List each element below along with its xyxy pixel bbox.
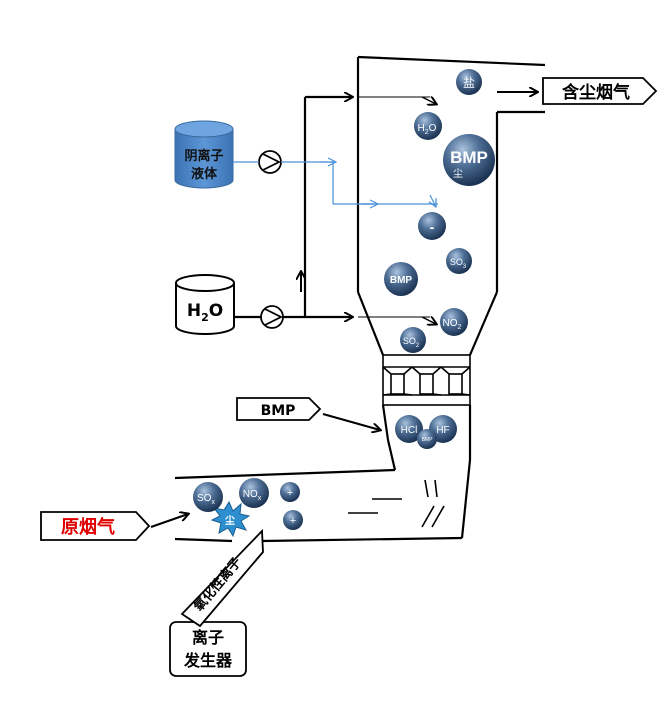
svg-text:尘: 尘: [453, 168, 463, 180]
particle-anion: -: [418, 212, 446, 240]
particle-bmp-mid: BMP: [384, 262, 418, 296]
svg-text:NO2: NO2: [443, 318, 462, 331]
water-drop-arrow-1: [421, 97, 436, 104]
svg-text:NOx: NOx: [243, 489, 262, 502]
bmp-input-arrow: [322, 413, 380, 430]
raw-gas-label: 原烟气: [61, 516, 115, 538]
svg-text:H2O: H2O: [418, 123, 437, 136]
anion-arrow-3: [430, 194, 436, 207]
flow-marks: [348, 479, 445, 528]
filter-grid: [382, 354, 471, 406]
anion-liquid-label-2: 液体: [191, 166, 218, 182]
dust-burst: 尘: [210, 500, 251, 538]
water-label: H2O: [187, 301, 223, 324]
particle-cation-1: +: [280, 482, 300, 502]
svg-text:SO3: SO3: [450, 257, 467, 270]
water-drop-arrow-2: [421, 317, 436, 324]
reactor-tower: [356, 55, 546, 356]
pump-anion: [258, 150, 282, 174]
svg-text:盐: 盐: [463, 76, 475, 90]
svg-text:BMP: BMP: [422, 437, 434, 443]
svg-text:+: +: [290, 515, 296, 527]
particle-so2: SO2: [400, 327, 426, 353]
ion-generator-label-1: 离子: [192, 628, 224, 647]
particle-salt: 盐: [456, 69, 482, 95]
pump-water: [260, 305, 284, 329]
particle-nox: NOx: [239, 478, 269, 508]
particle-cation-2: +: [283, 510, 303, 530]
raw-gas-arrow: [150, 514, 188, 528]
oxidizing-ion-arrow: 氧化性离子: [180, 528, 264, 628]
svg-text:BMP: BMP: [450, 148, 488, 167]
water-piping: [234, 95, 347, 319]
svg-text:SO2: SO2: [403, 336, 420, 349]
anion-liquid-label-1: 阴离子: [184, 148, 223, 164]
particle-sox: SOx: [193, 482, 223, 512]
svg-text:BMP: BMP: [390, 275, 413, 286]
svg-text:-: -: [430, 219, 435, 235]
ion-generator-label-2: 发生器: [183, 651, 233, 670]
particle-bmp-small: BMP: [417, 429, 437, 449]
svg-text:HCl: HCl: [401, 425, 418, 436]
raw-gas-tag: 原烟气: [40, 511, 151, 541]
dusty-gas-tag: 含尘烟气: [542, 77, 658, 105]
particle-bmp-large: BMP 尘: [443, 134, 495, 186]
dusty-gas-label: 含尘烟气: [562, 82, 630, 103]
lower-chamber: [174, 404, 472, 543]
svg-text:SOx: SOx: [197, 493, 215, 506]
ion-generator: 离子 发生器: [169, 621, 247, 677]
dust-burst-label: 尘: [225, 514, 235, 527]
particle-h2o: H2O: [414, 112, 442, 140]
bmp-input-label: BMP: [261, 403, 296, 419]
svg-text:HF: HF: [436, 425, 449, 436]
particle-so3: SO3: [446, 248, 472, 274]
inner-water-lines: [358, 96, 430, 318]
particle-hcl: HCl: [395, 415, 423, 443]
bmp-input-tag: BMP: [236, 397, 322, 421]
svg-text:+: +: [287, 487, 293, 499]
water-tank: H2O: [175, 274, 235, 335]
particle-no2: NO2: [440, 308, 468, 336]
anion-liquid-tank: 阴离子 液体: [174, 120, 234, 189]
